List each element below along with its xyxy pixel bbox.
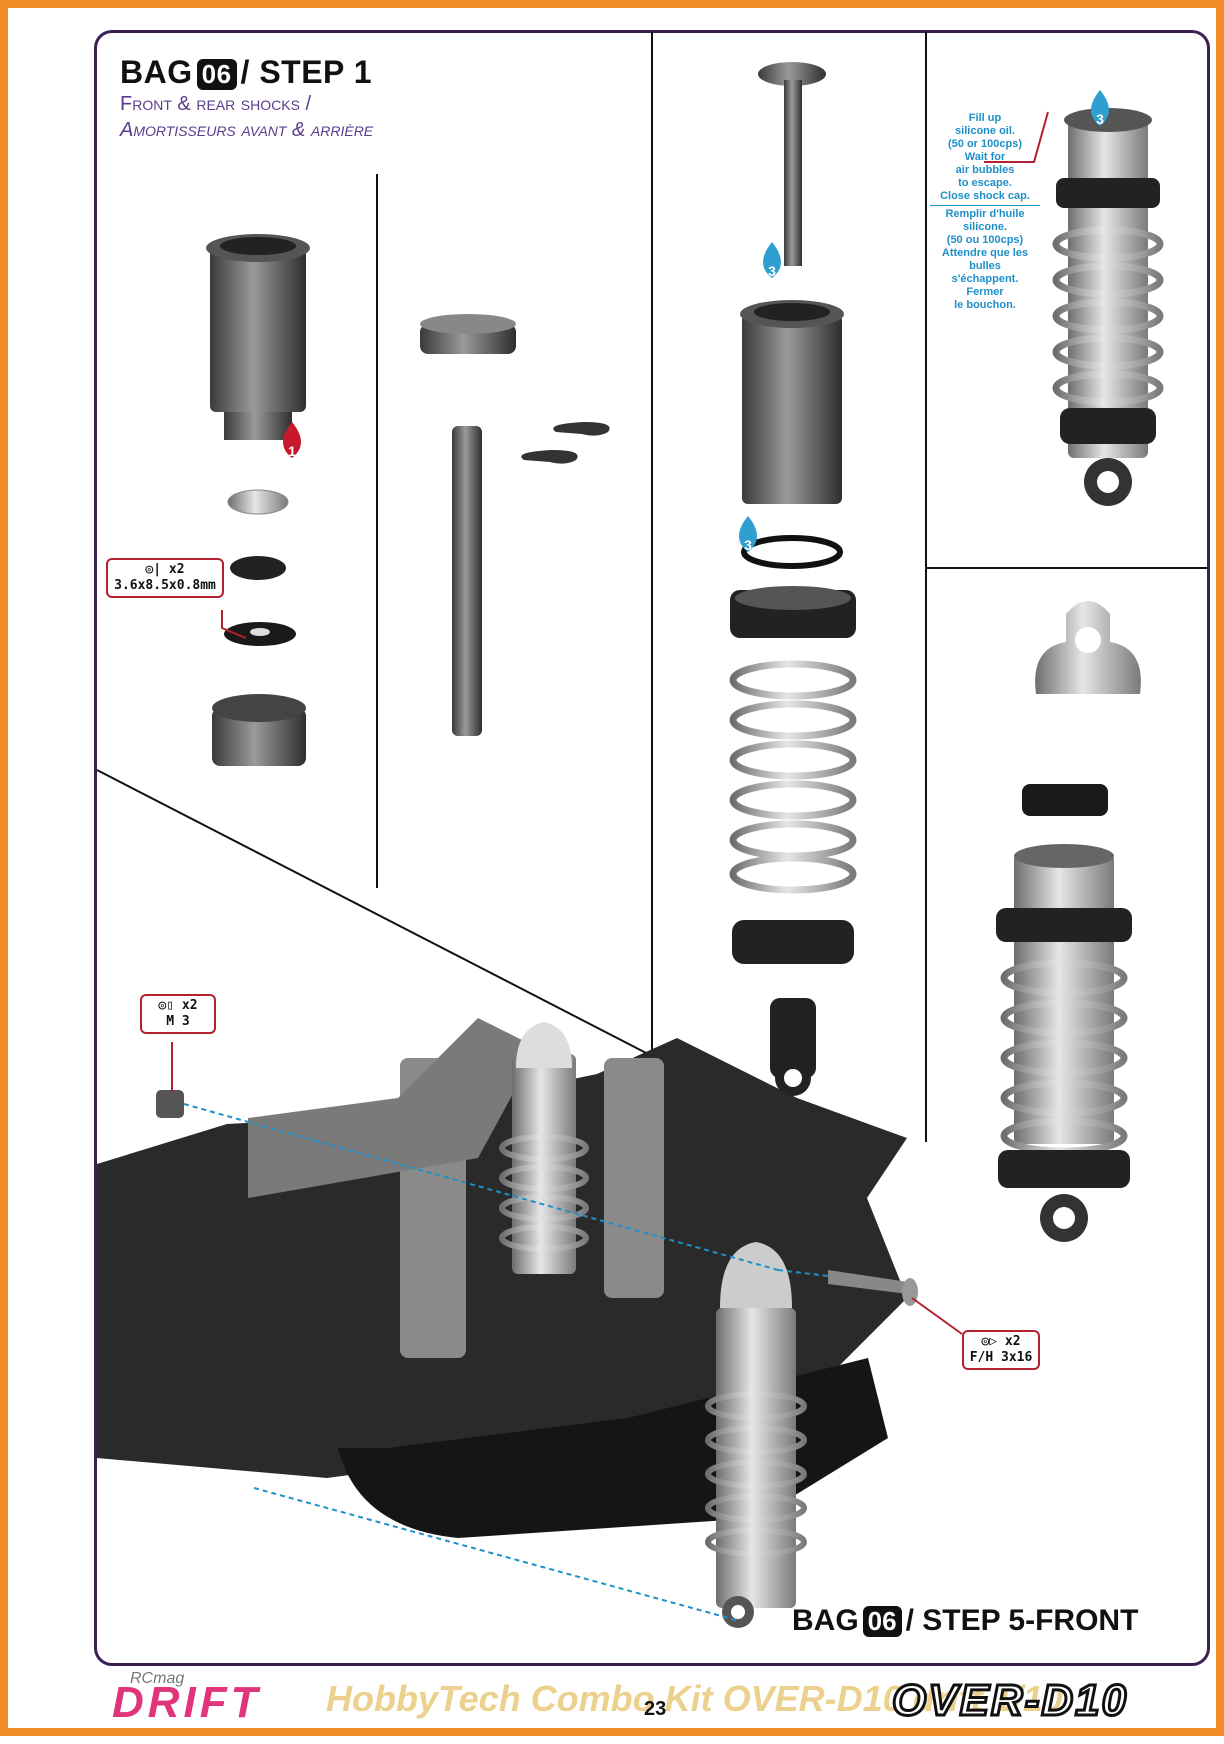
callout-leaders [171, 111, 1049, 1335]
spring-part [729, 660, 857, 894]
screw-icon: ◎▷ [981, 1334, 998, 1349]
watermark-text: HobbyTech Combo Kit OVER-D10 drift 1/10 [326, 1678, 1063, 1719]
shock-body-part [206, 234, 310, 440]
silver-o-ring [227, 489, 289, 515]
front-shock-exploded [705, 1242, 807, 1628]
assembly-guide-lines [183, 1103, 829, 1621]
step-badge-red: 1 [283, 422, 301, 459]
screw-callout: ◎▷ x2 F/H 3x16 [962, 1330, 1040, 1370]
shock-shaft-part [452, 426, 482, 736]
spring-retainer-part [732, 920, 854, 964]
e-clip-parts [521, 422, 610, 464]
subtitle-french: Amortisseurs avant & arrière [120, 119, 374, 141]
svg-text:1: 1 [288, 443, 296, 459]
panel-dividers [96, 32, 1208, 1142]
complete-shock-part [996, 844, 1132, 1242]
piston-part [420, 314, 516, 354]
shock-body-part-2 [740, 300, 844, 504]
washer-callout: ◎| x2 3.6x8.5x0.8mm [106, 558, 224, 598]
step5-bag-number-badge: 06 [862, 1606, 902, 1637]
over-d10-logo: OVER-D10 [890, 1675, 1129, 1727]
svg-text:3: 3 [744, 537, 752, 553]
page-number: 23 [644, 1698, 667, 1720]
exploded-view-illustration: 1 3 3 3 [96, 32, 1208, 1628]
rcmag-logo: RCmag [130, 1670, 185, 1687]
black-o-ring [230, 556, 286, 580]
drift-logo: DRIFT [112, 1678, 262, 1727]
subtitle-english: Front & rear shocks / [120, 93, 312, 115]
filled-shock-assembly [1052, 108, 1164, 506]
step-badge-blue-shaft: 3 [763, 242, 781, 279]
nut-icon: ◎▯ [158, 998, 175, 1013]
o-ring-part [741, 535, 843, 569]
rod-end-part [770, 998, 816, 1096]
bag-number-badge: 06 [196, 59, 237, 90]
step-badge-blue-fill: 3 [1091, 90, 1109, 127]
washer-icon: ◎| [145, 562, 162, 577]
washer-part [224, 622, 296, 646]
svg-text:3: 3 [768, 263, 776, 279]
shock-cap-screw-part [758, 62, 826, 266]
bag-word: BAG [120, 54, 193, 90]
cap-seal-part [1022, 784, 1108, 816]
lock-nut-part [156, 1090, 184, 1118]
front-shock-on-chassis [499, 1022, 589, 1274]
step-badge-blue-body: 3 [739, 516, 757, 553]
shock-nut-part [212, 694, 306, 766]
step-label: / STEP 1 [240, 54, 372, 90]
spring-collar-part [730, 586, 856, 638]
shock-top-cap-part [1035, 601, 1141, 694]
nut-callout: ◎▯ x2 M 3 [140, 994, 216, 1034]
svg-text:3: 3 [1096, 111, 1104, 127]
